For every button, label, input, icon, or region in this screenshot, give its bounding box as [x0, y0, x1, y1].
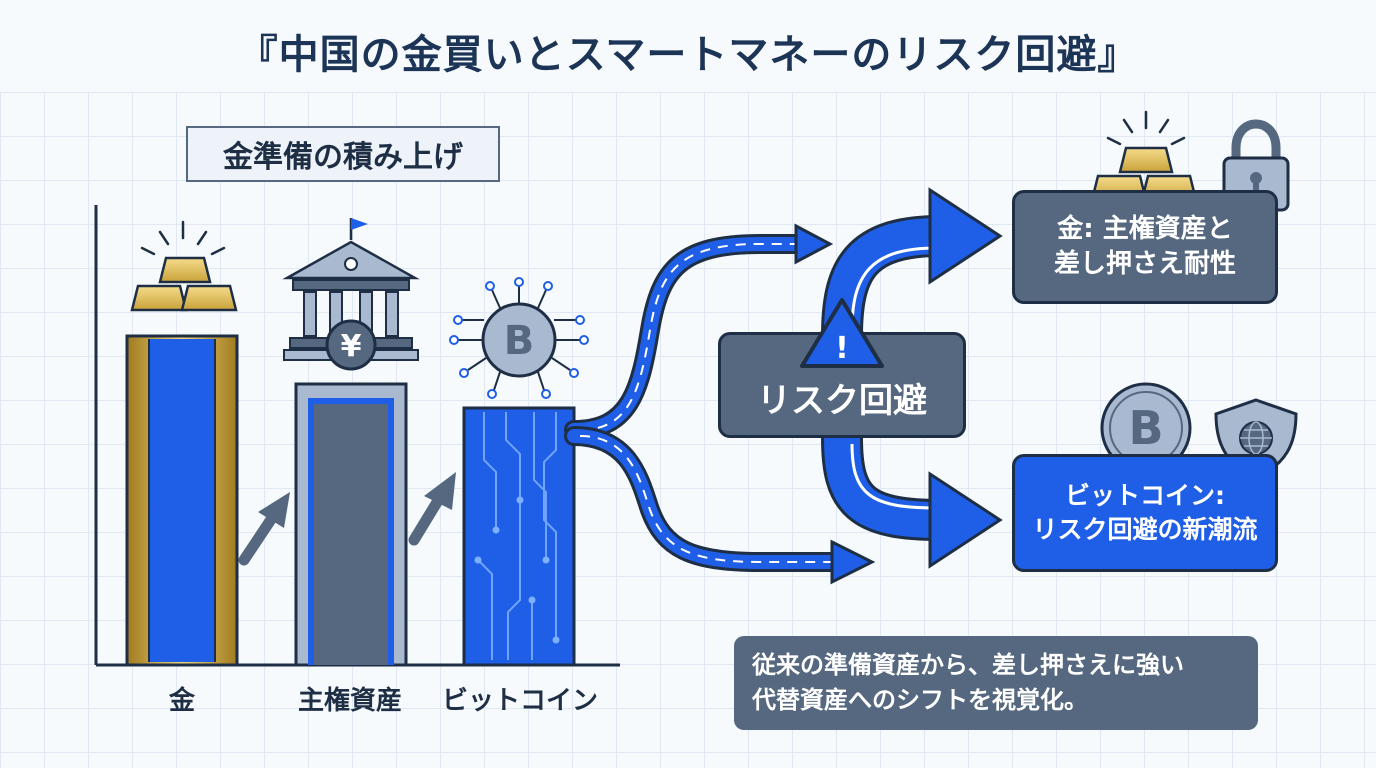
bitcoin-network-nodes — [449, 277, 589, 399]
caption-line1: 従来の準備資産から、差し押さえに強い — [752, 651, 1184, 679]
gold-callout-line1: 金: 主権資産と — [1057, 213, 1233, 244]
summary-caption: 従来の準備資産から、差し押さえに強い 代替資産へのシフトを視覚化。 — [734, 636, 1258, 730]
gold-callout-line2: 差し押さえ耐性 — [1053, 249, 1236, 279]
bank-yen-symbol: ¥ — [341, 329, 362, 364]
gold-callout-box: 金: 主権資産と 差し押さえ耐性 — [1012, 190, 1278, 304]
lower-curved-arrow-icon — [821, 437, 1003, 569]
bitcoin-symbol-1: B — [504, 318, 535, 364]
section-label: 金準備の積み上げ — [186, 126, 500, 182]
page-title: 『中国の金買いとスマートマネーのリスク回避』 — [237, 32, 1139, 78]
upper-curved-arrow-icon — [821, 187, 1003, 337]
gold-bars-small-icon — [1090, 110, 1198, 202]
sovereign-asset-bar — [294, 382, 408, 667]
bitcoin-bar — [462, 406, 576, 667]
risk-avoidance-label: リスク回避 — [757, 381, 927, 422]
gold-bars-icon — [130, 220, 238, 312]
column-label-sovereign: 主権資産 — [297, 686, 402, 716]
bitcoin-callout-line2: リスク回避の新潮流 — [1032, 515, 1258, 544]
column-label-bitcoin: ビットコイン — [441, 686, 598, 716]
central-bank-icon — [282, 218, 420, 371]
bitcoin-network-icon — [458, 286, 580, 391]
bitcoin-coin-icon — [481, 302, 557, 378]
risk-avoidance-box: リスク回避 — [718, 332, 966, 438]
bitcoin-callout-box: ビットコイン: リスク回避の新潮流 — [1012, 454, 1278, 572]
growth-arrow-2-icon — [408, 472, 456, 546]
gold-bar — [125, 334, 239, 667]
bitcoin-callout-line1: ビットコイン: — [1064, 481, 1225, 511]
growth-arrow-1-icon — [238, 492, 290, 566]
caption-line2: 代替資産へのシフトを視覚化。 — [752, 685, 1088, 714]
bitcoin-symbol-2: B — [1128, 401, 1163, 455]
column-label-gold: 金 — [168, 686, 195, 716]
branch-flow-icon — [564, 223, 876, 585]
